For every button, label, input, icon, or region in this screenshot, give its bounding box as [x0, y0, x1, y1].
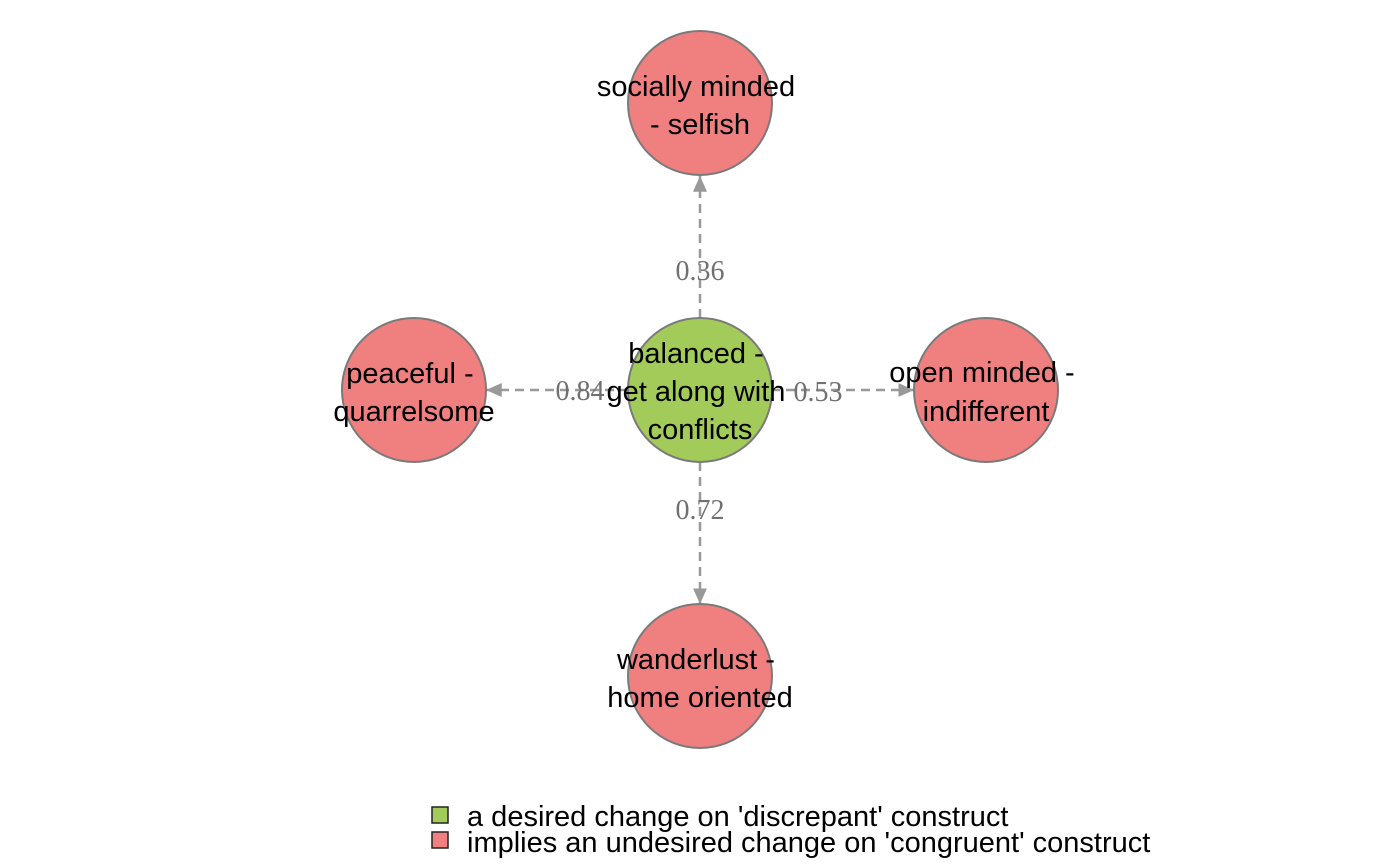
edge-label-left: 0.84 [556, 376, 605, 407]
legend-label-congruent: implies an undesired change on 'congruen… [467, 827, 1150, 859]
legend-swatch-discrepant [431, 806, 449, 824]
node-top-label-line: - selfish [650, 109, 750, 141]
edge-label-bottom: 0.72 [676, 495, 725, 526]
node-center-label: balanced - get along with conflicts [606, 338, 793, 446]
node-bottom-label: wanderlust - home oriented [607, 644, 792, 714]
node-top-label: socially minded - selfish [597, 71, 803, 141]
node-center-label-line: get along with [606, 376, 785, 408]
node-left-label: peaceful - quarrelsome [333, 358, 494, 428]
node-labels: socially minded - selfish peaceful - qua… [333, 71, 1082, 714]
edge-label-top: 0.36 [676, 256, 725, 287]
node-bottom-label-line: wanderlust - [616, 644, 775, 676]
node-center-label-line: balanced - [628, 338, 763, 370]
node-center-circle [627, 317, 773, 463]
edge-label-right: 0.53 [794, 377, 843, 408]
node-right-label: open minded - indifferent [889, 357, 1082, 428]
nodes [341, 30, 1059, 749]
node-left-label-line: peaceful - [346, 358, 473, 390]
node-right-label-line: indifferent [923, 396, 1050, 428]
node-top-label-line: socially minded [597, 71, 795, 103]
edge-labels: 0.36 0.84 0.53 0.72 [556, 256, 843, 526]
legend: a desired change on 'discrepant' constru… [431, 801, 1150, 859]
legend-label-discrepant: a desired change on 'discrepant' constru… [467, 801, 1008, 833]
node-right-label-line: open minded - [889, 357, 1074, 389]
node-bottom-circle [627, 603, 773, 749]
node-left-circle [341, 317, 487, 463]
edges [486, 176, 914, 604]
node-right-circle [913, 317, 1059, 463]
node-top-circle [627, 30, 773, 176]
node-bottom-label-line: home oriented [607, 682, 792, 714]
node-left-label-line: quarrelsome [333, 396, 494, 428]
node-center-label-line: conflicts [648, 414, 753, 446]
legend-swatch-congruent [431, 831, 449, 849]
